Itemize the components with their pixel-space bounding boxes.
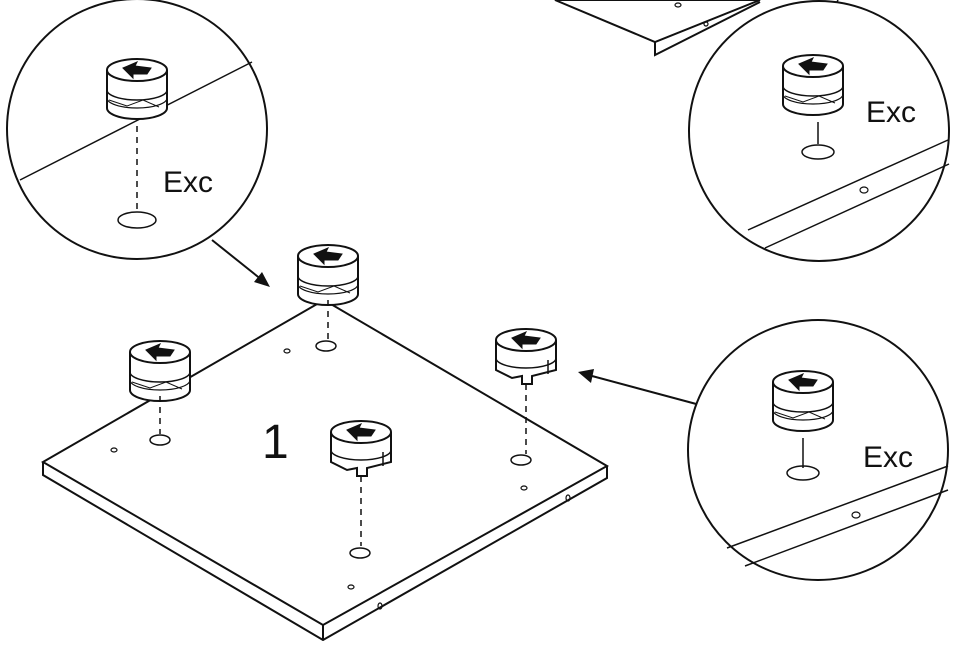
cam-lock-fitting-icon xyxy=(297,244,359,340)
callout-label: Exc xyxy=(163,166,213,199)
magnify-circle-icon: Exc xyxy=(687,319,949,581)
drill-hole-icon xyxy=(377,602,383,610)
upper-panel-corner xyxy=(554,0,839,57)
pointer-arrow-icon xyxy=(578,369,701,406)
callout-label: Exc xyxy=(863,441,913,474)
drill-hole-icon xyxy=(520,485,528,491)
drill-hole-icon xyxy=(283,348,291,354)
magnify-circle-icon: Exc xyxy=(6,0,268,260)
magnify-circle-icon: Exc xyxy=(688,0,950,262)
drill-hole-icon xyxy=(110,447,118,453)
pointer-arrow-icon xyxy=(211,239,270,287)
part-number: 1 xyxy=(262,416,289,469)
drill-hole-icon xyxy=(565,494,571,502)
cam-lock-fitting-icon xyxy=(330,420,392,546)
cam-lock-fitting-icon xyxy=(495,328,557,454)
callout-label: Exc xyxy=(866,96,916,129)
drill-hole-icon xyxy=(347,584,355,590)
